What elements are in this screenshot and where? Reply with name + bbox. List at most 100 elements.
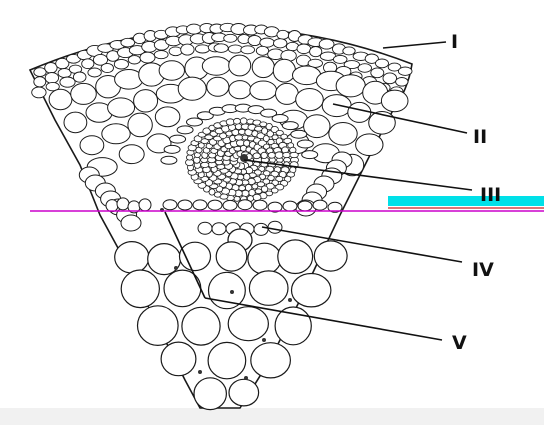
phloem-cell — [290, 152, 298, 157]
nucleus-dot — [198, 370, 202, 374]
phloem-cell — [242, 190, 249, 196]
xylem-cell — [193, 200, 207, 210]
epidermis-cell — [241, 46, 255, 54]
phloem-cell — [236, 140, 244, 146]
leader-I — [383, 42, 446, 48]
xylem-cell — [178, 200, 192, 210]
epidermis-cell — [34, 77, 46, 87]
phloem-cell — [201, 162, 209, 167]
cortex-cell — [356, 134, 383, 156]
label-III: III — [480, 184, 501, 206]
xylem-cell — [223, 200, 237, 210]
cortex-cell — [49, 89, 72, 109]
epidermis-cell — [398, 67, 412, 75]
nucleus-dot — [262, 338, 266, 342]
xylem-cell — [212, 223, 226, 235]
cortex-cell — [134, 90, 158, 112]
xylem-cell — [139, 199, 151, 211]
epidermis-cell — [195, 45, 209, 53]
pith-cell — [115, 242, 149, 273]
phloem-cell — [186, 155, 192, 160]
epidermis-cell — [140, 52, 155, 63]
endodermis-cell — [282, 122, 298, 130]
epidermis-cell — [214, 44, 228, 53]
epidermis-cell — [228, 45, 242, 53]
label-IV: IV — [472, 259, 494, 281]
label-II: II — [473, 126, 487, 148]
pith-cell — [138, 306, 179, 346]
cortex-cell — [202, 57, 230, 75]
pith-cell — [278, 240, 313, 274]
cortex-cell — [296, 89, 324, 111]
cortex-cell — [128, 113, 152, 137]
epidermis-cell — [187, 24, 202, 34]
pith-cell — [208, 342, 246, 378]
epidermis-cell — [181, 44, 194, 55]
xylem-cell — [283, 201, 297, 211]
epidermis-cell — [32, 87, 46, 98]
phloem-cell — [283, 152, 291, 157]
epidermis-cell — [224, 34, 237, 42]
epidermis-cell — [34, 68, 46, 77]
epidermis-cell — [82, 59, 94, 69]
epidermis-cell — [256, 46, 268, 55]
epidermis-cell — [274, 39, 287, 48]
epidermis-cell — [169, 47, 182, 56]
label-I: I — [451, 31, 458, 53]
phloem-cell — [261, 152, 267, 158]
phloem-cell — [234, 196, 240, 201]
epidermis-cell — [277, 30, 289, 39]
epidermis-cell — [248, 35, 261, 45]
cortex-cell — [121, 215, 141, 231]
epidermis-cell — [260, 38, 274, 47]
cortex-cell — [155, 107, 180, 127]
phloem-cell — [244, 140, 250, 146]
epidermis-cell — [88, 68, 101, 77]
xylem-cell — [268, 221, 282, 233]
xylem-cell — [198, 222, 212, 234]
xylem-cell — [238, 200, 252, 210]
epidermis-cell — [154, 51, 168, 59]
endodermis-cell — [297, 140, 313, 148]
pith-cell — [249, 271, 288, 305]
phloem-cell — [252, 184, 258, 189]
cyan-bar — [388, 196, 544, 206]
endodermis-cell — [164, 145, 180, 153]
epidermis-cell — [128, 56, 140, 64]
bottom-strip — [0, 408, 544, 425]
phloem-cell — [275, 152, 283, 159]
epidermis-cell — [383, 73, 397, 84]
pith-cell — [248, 243, 281, 274]
epidermis-cell — [297, 44, 311, 54]
cortex-cell — [329, 123, 357, 146]
endodermis-cell — [177, 126, 193, 134]
cortex-cell — [159, 61, 184, 80]
pith-cell — [314, 241, 347, 271]
phloem-cell — [234, 118, 241, 124]
pith-cell — [229, 379, 259, 406]
endodermis-cell — [272, 115, 288, 123]
pith-cell — [161, 342, 196, 376]
pith-cell — [292, 274, 331, 307]
epidermis-cell — [73, 72, 86, 82]
phloem-cell — [240, 118, 247, 124]
nucleus-dot — [288, 298, 292, 302]
cortex-cell — [119, 145, 144, 164]
cortex-cell — [304, 115, 330, 138]
pith-cell — [209, 272, 246, 308]
endodermis-cell — [170, 135, 186, 143]
cortex-cell — [229, 81, 251, 99]
pith-cell — [251, 343, 291, 378]
pith-cell — [180, 242, 211, 270]
pith-cell — [121, 270, 159, 308]
cortex-cell — [64, 112, 87, 133]
epidermis-cell — [310, 47, 322, 57]
cortex-cell — [229, 55, 251, 76]
phloem-cell — [268, 152, 275, 158]
cortex-cell — [273, 59, 295, 82]
cortex-cell — [336, 75, 365, 97]
epidermis-cell — [121, 38, 135, 47]
epidermis-cell — [319, 39, 334, 49]
epidermis-cell — [45, 63, 57, 74]
